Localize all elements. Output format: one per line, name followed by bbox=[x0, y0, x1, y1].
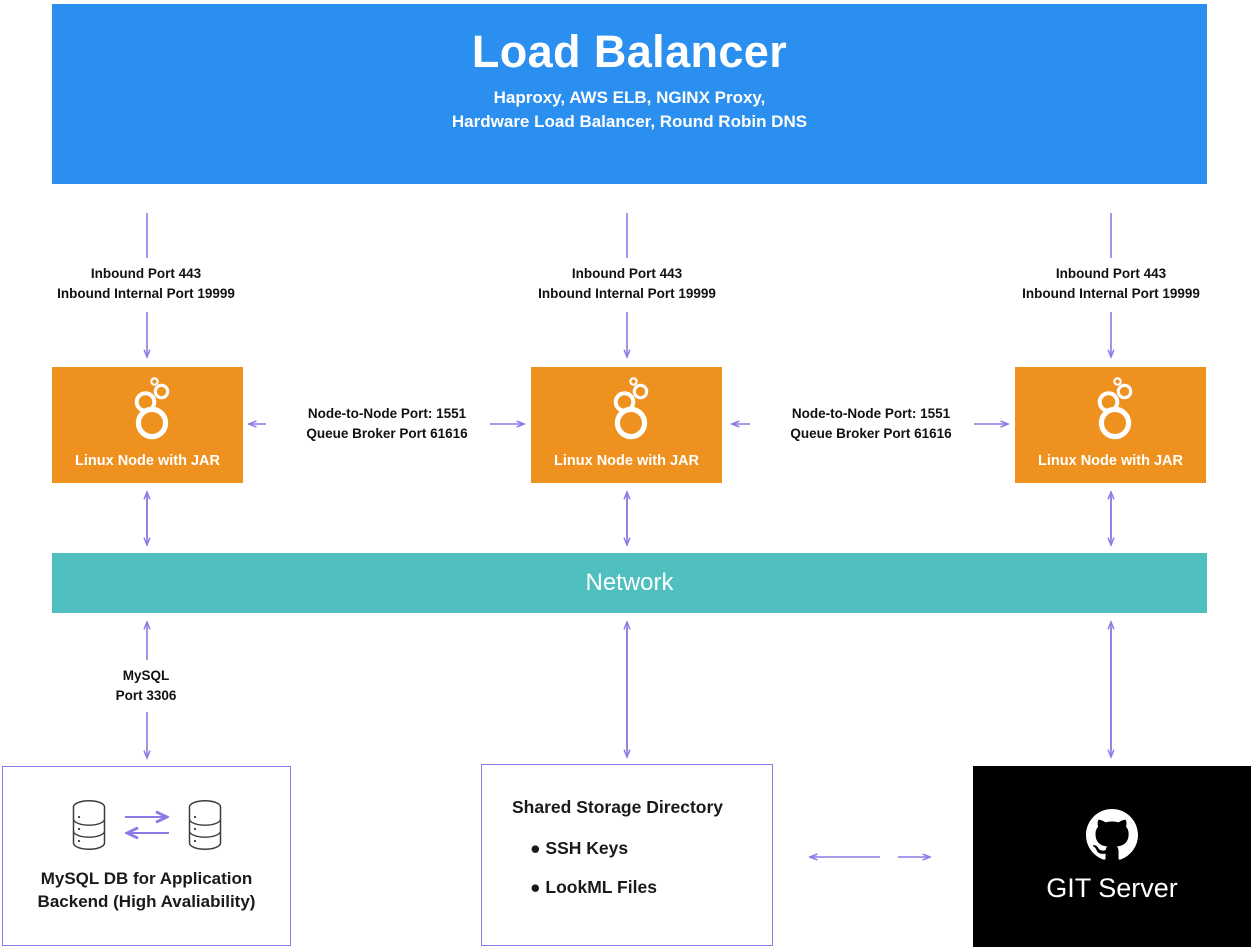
inbound-label-node-1: Inbound Port 443 Inbound Internal Port 1… bbox=[36, 264, 256, 303]
mysql-connection-label: MySQL Port 3306 bbox=[86, 666, 206, 705]
inbound-label-node-1-line-2: Inbound Internal Port 19999 bbox=[57, 285, 235, 301]
load-balancer-subtitle-line-2: Hardware Load Balancer, Round Robin DNS bbox=[451, 112, 808, 132]
node-to-node-label-1-2-line-2: Queue Broker Port 61616 bbox=[306, 425, 468, 441]
mysql-connection-label-line-2: Port 3306 bbox=[115, 687, 177, 703]
network-label: Network bbox=[585, 569, 674, 596]
shared-storage-title: Shared Storage Directory bbox=[512, 797, 724, 817]
mysql-db-caption: MySQL DB for Application Backend (High A… bbox=[38, 868, 256, 914]
database-icon bbox=[72, 800, 105, 850]
network-bar: Network bbox=[52, 553, 1207, 613]
shared-storage-item-ssh-keys: ● SSH Keys bbox=[530, 838, 629, 858]
inbound-label-node-2-line-2: Inbound Internal Port 19999 bbox=[538, 285, 716, 301]
node-to-node-label-2-3: Node-to-Node Port: 1551 Queue Broker Por… bbox=[756, 404, 986, 443]
load-balancer-title: Load Balancer bbox=[471, 26, 788, 77]
looker-icon bbox=[1097, 377, 1132, 440]
load-balancer-subtitle: Haproxy, AWS ELB, NGINX Proxy, Hardware … bbox=[452, 86, 807, 135]
linux-node-box-3: Linux Node with JAR bbox=[1015, 367, 1206, 483]
database-icon bbox=[188, 800, 221, 850]
linux-node-label-1: Linux Node with JAR bbox=[75, 453, 220, 469]
git-server-box: GIT Server bbox=[973, 766, 1251, 947]
mysql-db-box: MySQL DB for Application Backend (High A… bbox=[2, 766, 291, 946]
linux-node-box-1: Linux Node with JAR bbox=[52, 367, 243, 483]
inbound-label-node-3-line-2: Inbound Internal Port 19999 bbox=[1022, 285, 1200, 301]
inbound-label-node-2: Inbound Port 443 Inbound Internal Port 1… bbox=[517, 264, 737, 303]
inbound-label-node-3-line-1: Inbound Port 443 bbox=[1055, 266, 1167, 281]
inbound-label-node-1-line-1: Inbound Port 443 bbox=[90, 266, 202, 281]
github-octocat-icon bbox=[1086, 809, 1138, 860]
linux-node-label-3: Linux Node with JAR bbox=[1038, 453, 1183, 469]
replication-arrows bbox=[124, 798, 169, 852]
linux-node-label-2: Linux Node with JAR bbox=[554, 453, 699, 469]
node-to-node-label-2-3-line-2: Queue Broker Port 61616 bbox=[790, 425, 952, 441]
load-balancer-box: Load Balancer Haproxy, AWS ELB, NGINX Pr… bbox=[52, 4, 1207, 184]
mysql-db-caption-line-2: Backend (High Avaliability) bbox=[37, 892, 256, 911]
node-to-node-label-2-3-line-1: Node-to-Node Port: 1551 bbox=[791, 406, 951, 421]
linux-node-box-2: Linux Node with JAR bbox=[531, 367, 722, 483]
inbound-label-node-3: Inbound Port 443 Inbound Internal Port 1… bbox=[1001, 264, 1221, 303]
mysql-db-caption-line-1: MySQL DB for Application bbox=[40, 869, 253, 889]
node-to-node-label-1-2-line-1: Node-to-Node Port: 1551 bbox=[307, 406, 467, 421]
inbound-label-node-2-line-1: Inbound Port 443 bbox=[571, 266, 683, 281]
looker-icon bbox=[613, 377, 648, 440]
shared-storage-item-lookml-files: ● LookML Files bbox=[530, 877, 657, 897]
mysql-connection-label-line-1: MySQL bbox=[122, 668, 170, 683]
node-to-node-label-1-2: Node-to-Node Port: 1551 Queue Broker Por… bbox=[272, 404, 502, 443]
git-server-label: GIT Server bbox=[1046, 873, 1178, 903]
mysql-replication-row bbox=[69, 798, 225, 852]
load-balancer-subtitle-line-1: Haproxy, AWS ELB, NGINX Proxy, bbox=[493, 87, 766, 107]
shared-storage-box: Shared Storage Directory ● SSH Keys ● Lo… bbox=[481, 764, 773, 946]
looker-icon bbox=[134, 377, 169, 440]
